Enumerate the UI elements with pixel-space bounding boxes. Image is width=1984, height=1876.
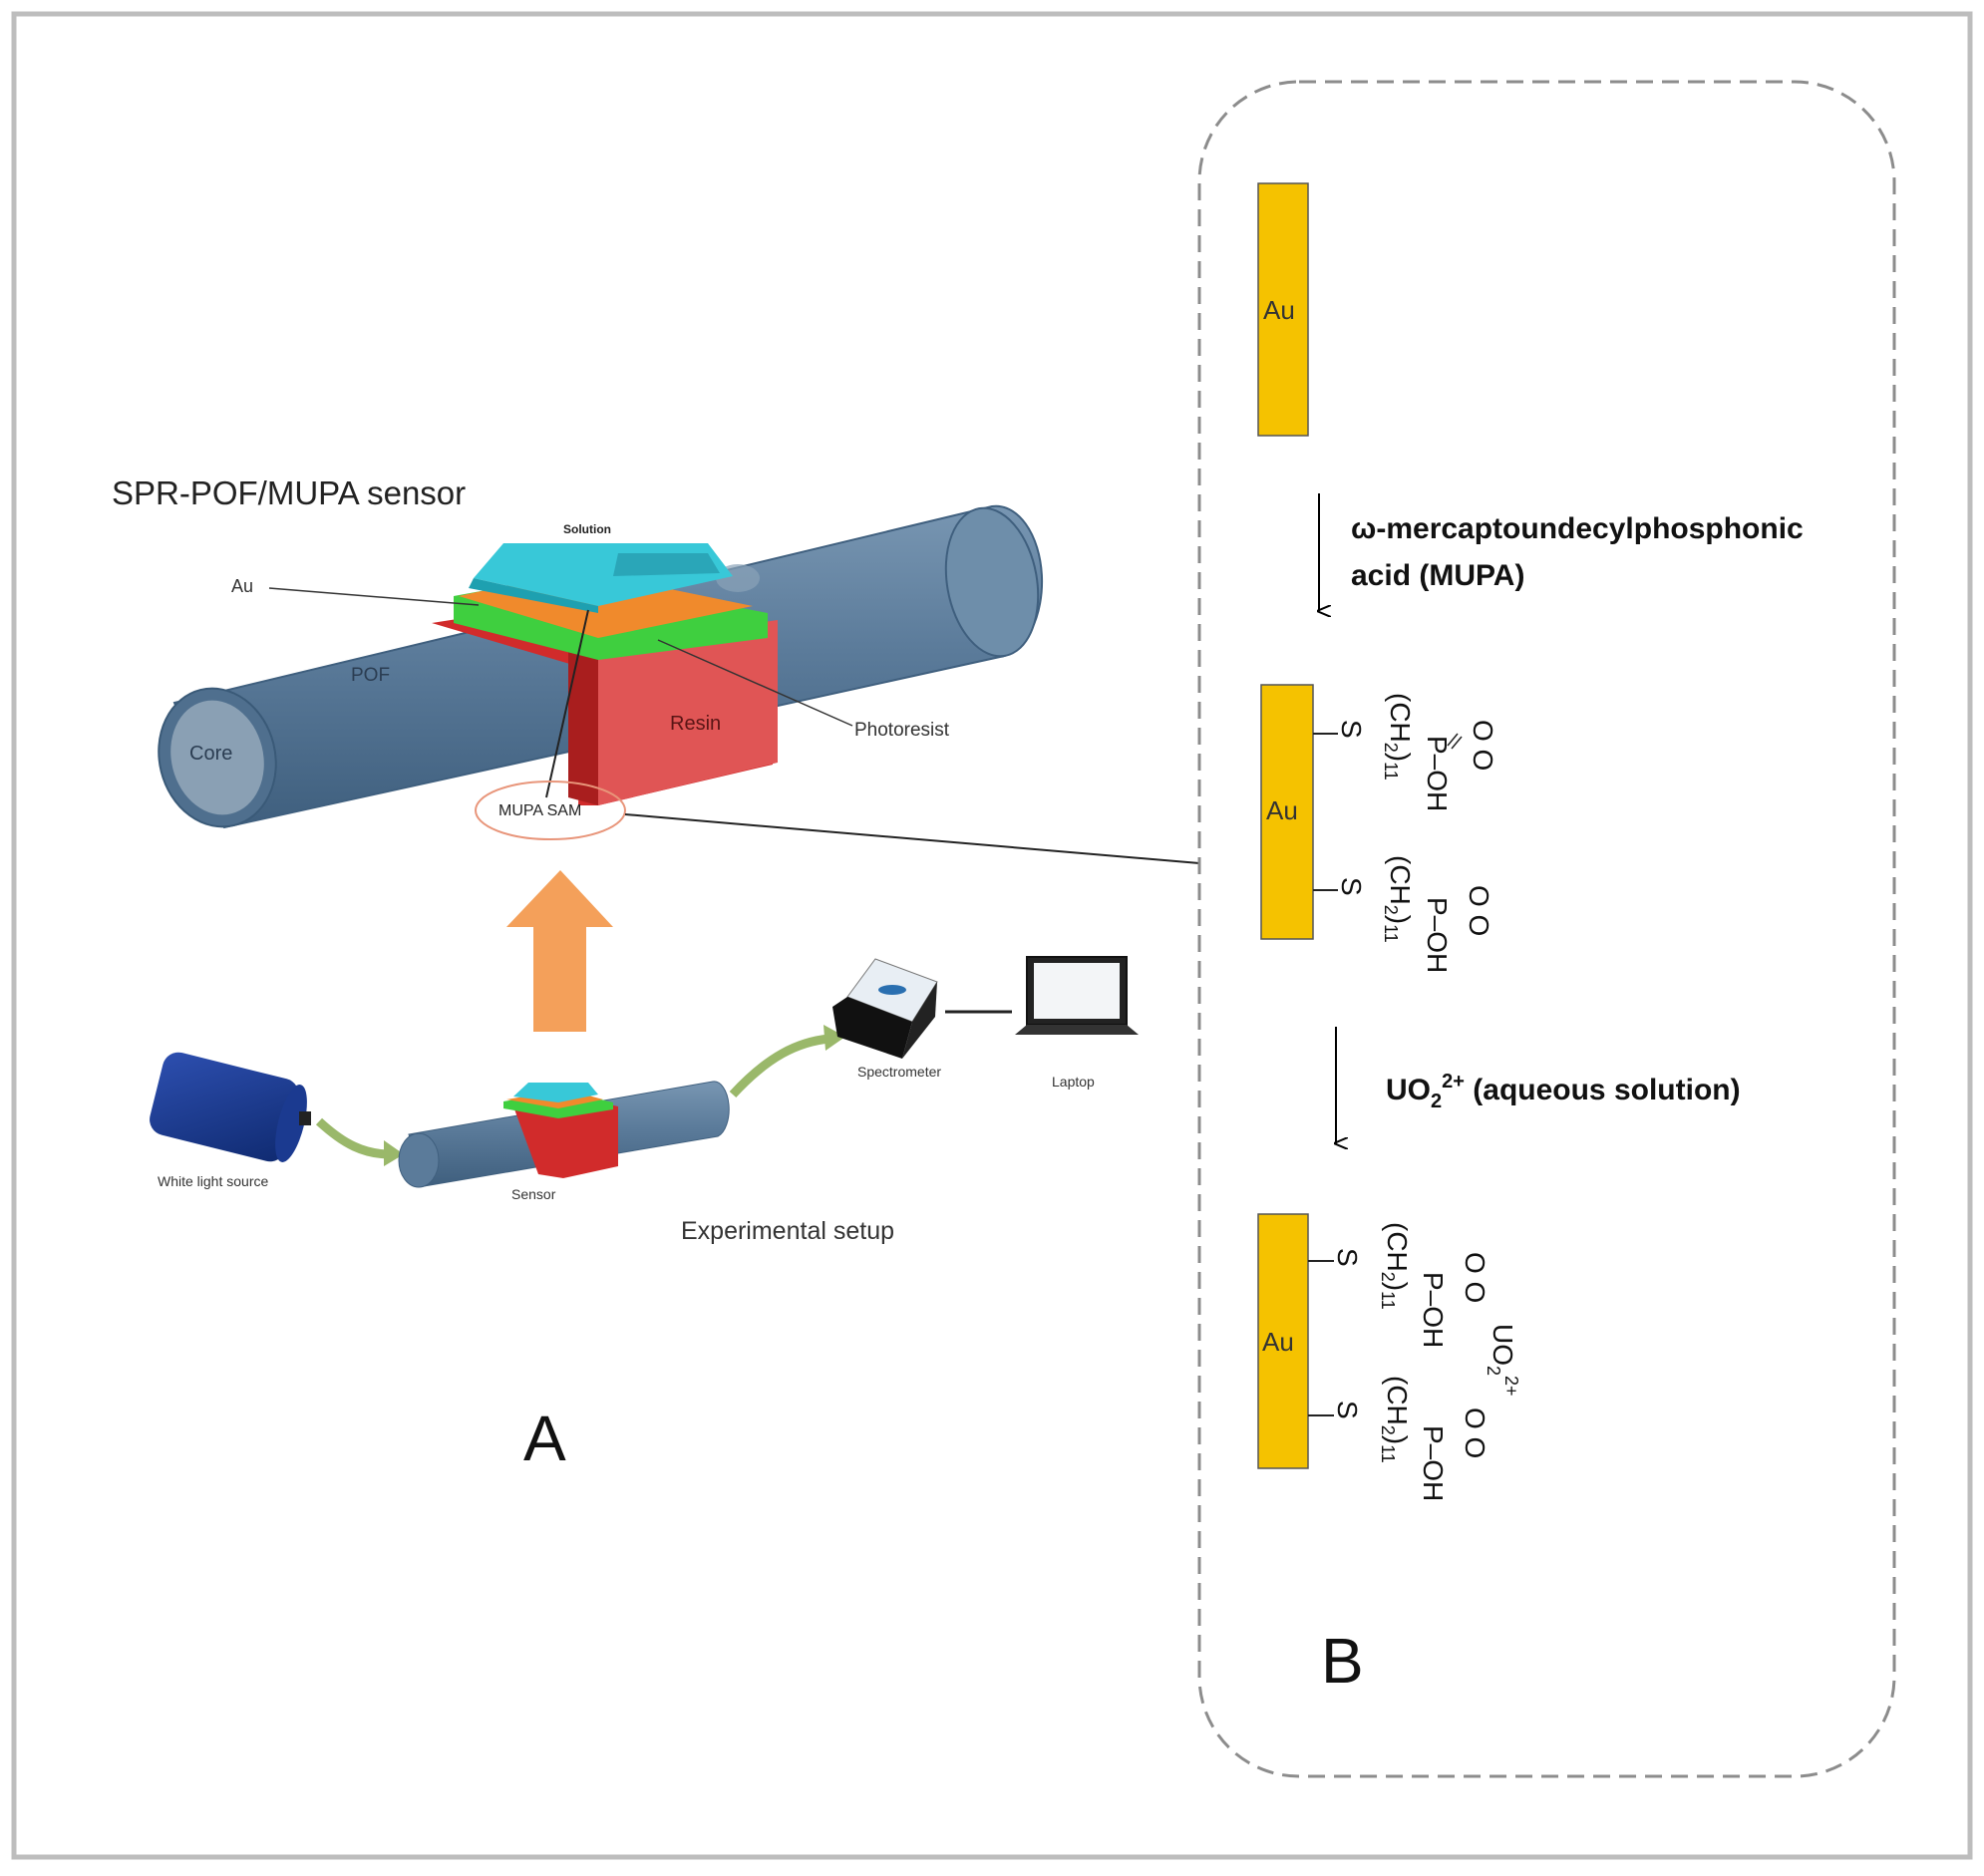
green-arrow-2 (729, 1034, 830, 1098)
white-light-source-icon (150, 1052, 311, 1162)
setup-caption: Experimental setup (681, 1217, 894, 1245)
complex-molecule-1: S (CH2)11 P–OH O O (1308, 1222, 1490, 1348)
svg-text:P–OH: P–OH (1422, 736, 1453, 811)
dashed-panel-border (1197, 80, 1896, 1778)
leader-photoresist (657, 639, 853, 727)
laptop-icon (1015, 956, 1139, 1035)
oxygens-2: O O (1464, 885, 1494, 936)
svg-text:P–OH: P–OH (1422, 897, 1453, 973)
au-slab-bottom-label: Au (1262, 1327, 1294, 1357)
label-laptop: Laptop (1052, 1074, 1095, 1090)
svg-text:S: S (1332, 1248, 1363, 1267)
panel-letter-b: B (1321, 1625, 1364, 1697)
svg-text:(CH2)11: (CH2)11 (1378, 1376, 1413, 1463)
svg-text:(CH2)11: (CH2)11 (1381, 693, 1416, 781)
spectrometer-icon (832, 958, 938, 1059)
outer-frame (11, 11, 1973, 1860)
panel-a: SPR-POF/MUPA sensor Solution Au (112, 474, 1200, 1474)
label-mupa-sam: MUPA SAM (498, 802, 581, 819)
small-sensor-icon (398, 1081, 730, 1188)
label-au: Au (231, 576, 253, 596)
leader-mupa (545, 609, 589, 798)
svg-text:P–OH: P–OH (1418, 1425, 1449, 1501)
svg-text:(CH2)11: (CH2)11 (1381, 855, 1416, 943)
sensor-title: SPR-POF/MUPA sensor (112, 474, 466, 511)
connector-to-b (624, 813, 1200, 864)
step2-label: UO22+ (aqueous solution) (1386, 1071, 1741, 1112)
au-slab-middle (1260, 684, 1314, 940)
mupa-molecule-2: S (CH2)11 P–OH O O (1313, 855, 1494, 973)
ch2-chain-2: (CH2)11 (1381, 855, 1416, 943)
label-sensor: Sensor (511, 1186, 556, 1202)
panel-letter-a: A (523, 1403, 566, 1474)
svg-text:O O: O O (1464, 885, 1494, 936)
label-photoresist: Photoresist (854, 720, 950, 741)
svg-text:O O: O O (1468, 720, 1498, 771)
svg-text:P–OH: P–OH (1418, 1272, 1449, 1348)
label-solution: Solution (563, 522, 611, 536)
svg-text:S: S (1332, 1401, 1363, 1419)
orange-up-arrow (506, 870, 613, 1032)
solution-block (469, 543, 733, 613)
svg-text:(CH2)11: (CH2)11 (1378, 1222, 1413, 1310)
mupa-sam-ellipse (475, 781, 626, 840)
label-pof: POF (351, 665, 390, 686)
mupa-molecule-1: S (CH2)11 P–OH O O (1313, 693, 1498, 811)
leader-au (268, 587, 480, 606)
oxygens-1: O O (1468, 720, 1498, 771)
phosphonic-1: P–OH (1422, 736, 1453, 811)
complex-molecule-2: S (CH2)11 P–OH O O (1308, 1376, 1490, 1501)
step1-line2: acid (MUPA) (1351, 559, 1524, 592)
label-core: Core (189, 743, 232, 765)
au-slab-bottom (1257, 1213, 1309, 1469)
phosphonic-2: P–OH (1422, 897, 1453, 973)
svg-text:O O: O O (1460, 1407, 1490, 1458)
sulfur-2: S (1336, 877, 1367, 896)
svg-text:UO22+: UO22+ (1484, 1324, 1521, 1397)
svg-text:O O: O O (1460, 1252, 1490, 1303)
uranyl-ion: UO22+ (1484, 1324, 1521, 1397)
au-slab-top-label: Au (1263, 295, 1295, 325)
step1-line1: ω-mercaptoundecylphosphonic (1351, 512, 1804, 545)
au-slab-top (1257, 182, 1309, 437)
ch2-chain-1: (CH2)11 (1381, 693, 1416, 781)
label-resin: Resin (670, 713, 721, 735)
au-slab-middle-label: Au (1266, 795, 1298, 825)
label-white-light-source: White light source (158, 1173, 268, 1189)
label-spectrometer: Spectrometer (857, 1064, 941, 1080)
green-arrow-1 (315, 1117, 392, 1159)
panel-b: Au ω-mercaptoundecylphosphonic acid (MUP… (1197, 80, 1896, 1778)
sulfur-1: S (1336, 720, 1367, 739)
